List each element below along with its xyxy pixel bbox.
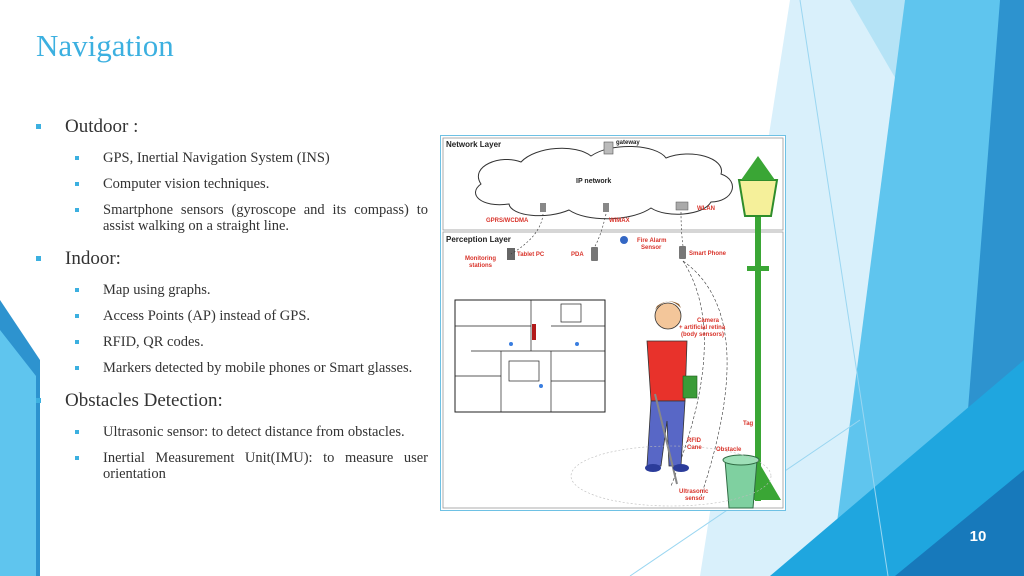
camera-label-3: (body sensors)	[681, 332, 724, 338]
bullet-list: Outdoor : GPS, Inertial Navigation Syste…	[36, 116, 428, 492]
sub-bullet: Markers detected by mobile phones or Sma…	[36, 360, 428, 376]
lamp-ring	[747, 266, 769, 271]
pda-label: PDA	[571, 252, 584, 258]
sub-bullet: Smartphone sensors (gyroscope and its co…	[36, 202, 428, 234]
trash-can-lid	[722, 454, 760, 466]
fire-alarm-icon	[620, 236, 628, 244]
sub-bullet-square-icon	[75, 156, 79, 160]
smartphone-label: Smart Phone	[689, 251, 727, 257]
tablet-label: Tablet PC	[517, 252, 545, 258]
floor-plan-walls	[455, 300, 605, 412]
sub-bullet: RFID, QR codes.	[36, 334, 428, 350]
sub-bullet-square-icon	[75, 314, 79, 318]
gprs-antenna-icon	[540, 203, 546, 212]
wlan-router-icon	[675, 201, 689, 211]
deco-shape-bottom	[770, 360, 1024, 576]
lamp-post	[755, 211, 761, 501]
floor-plan	[454, 299, 606, 413]
sub-bullet-square-icon	[75, 208, 79, 212]
sub-bullet: GPS, Inertial Navigation System (INS)	[36, 150, 428, 166]
sub-bullet-text: Ultrasonic sensor: to detect distance fr…	[103, 424, 405, 440]
camera-label-2: + artificial retina	[679, 325, 726, 331]
navigation-system-figure: Network Layer IP network gateway GPRS/WC…	[440, 135, 786, 511]
bullet-square-icon	[36, 398, 41, 403]
person-head	[654, 302, 682, 330]
wimax-antenna-icon	[603, 203, 609, 212]
fire-alarm-label: Fire Alarm	[637, 238, 666, 244]
bullet-indoor: Indoor:	[36, 248, 428, 270]
sub-bullet: Inertial Measurement Unit(IMU): to measu…	[36, 450, 428, 482]
bullet-square-icon	[36, 124, 41, 129]
obstacle-label: Obstacle	[716, 447, 742, 453]
fire-alarm-label-2: Sensor	[641, 245, 662, 251]
monitoring-label: Monitoring	[465, 256, 496, 262]
smartphone-icon	[679, 246, 686, 259]
sub-bullet: Map using graphs.	[36, 282, 428, 298]
sub-bullet-square-icon	[75, 430, 79, 434]
perception-layer-label: Perception Layer	[446, 235, 511, 244]
camera-label: Camera	[697, 318, 720, 324]
gateway-label: gateway	[616, 140, 640, 146]
sub-bullet-text: RFID, QR codes.	[103, 334, 204, 350]
sub-bullet-text: Inertial Measurement Unit(IMU): to measu…	[103, 450, 428, 482]
sub-bullet-square-icon	[75, 456, 79, 460]
bullet-text: Outdoor :	[65, 116, 139, 137]
sub-bullet-square-icon	[75, 288, 79, 292]
figure-illustration: Network Layer IP network gateway GPRS/WC…	[442, 137, 784, 509]
rfid-label: RFID	[687, 438, 702, 444]
floor-plan-marker	[532, 324, 536, 340]
gateway-icon	[603, 141, 614, 155]
sub-bullet: Ultrasonic sensor: to detect distance fr…	[36, 424, 428, 440]
slide-title: Navigation	[36, 28, 174, 63]
deco-line-1	[799, 0, 889, 576]
sub-bullet-text: Smartphone sensors (gyroscope and its co…	[103, 202, 428, 234]
sub-bullet-text: Access Points (AP) instead of GPS.	[103, 308, 311, 324]
network-layer-label: Network Layer	[446, 140, 501, 149]
deco-shape-corner	[895, 470, 1024, 576]
page-number: 10	[969, 528, 987, 545]
person-shoe	[645, 464, 661, 472]
bullet-square-icon	[36, 256, 41, 261]
sub-bullet-text: Map using graphs.	[103, 282, 211, 298]
gprs-label: GPRS/WCDMA	[486, 218, 529, 224]
sub-bullet-text: Computer vision techniques.	[103, 176, 270, 192]
lamp-top	[741, 156, 775, 180]
deco-left-strip-inner	[0, 330, 36, 576]
pda-icon	[591, 247, 598, 261]
access-point-icon	[575, 342, 579, 346]
tag-label: Tag	[743, 421, 754, 427]
wlan-label: WLAN	[697, 206, 715, 212]
sub-bullet: Access Points (AP) instead of GPS.	[36, 308, 428, 324]
book-icon	[682, 375, 698, 399]
signal-line	[670, 260, 705, 487]
trash-can-icon	[724, 459, 758, 509]
signal-line	[593, 213, 607, 249]
sub-bullet-square-icon	[75, 340, 79, 344]
person-shirt	[646, 340, 688, 402]
bullet-obstacles: Obstacles Detection:	[36, 390, 428, 412]
sub-bullet: Computer vision techniques.	[36, 176, 428, 192]
ultrasonic-label: Ultrasonic	[679, 489, 709, 495]
access-point-icon	[539, 384, 543, 388]
wimax-label: WiMAX	[609, 218, 630, 224]
monitoring-label-2: stations	[469, 263, 493, 269]
sub-bullet-square-icon	[75, 182, 79, 186]
bullet-text: Indoor:	[65, 248, 121, 269]
lamp-icon	[737, 179, 779, 217]
sub-bullet-square-icon	[75, 366, 79, 370]
sensor-range	[570, 445, 772, 507]
signal-line	[682, 260, 728, 497]
bullet-text: Obstacles Detection:	[65, 390, 223, 411]
bullet-outdoor: Outdoor :	[36, 116, 428, 138]
access-point-icon	[509, 342, 513, 346]
person-hair	[655, 301, 681, 310]
ultrasonic-label-2: sensor	[685, 496, 705, 502]
person-shoe	[673, 464, 689, 472]
network-cloud	[475, 146, 733, 220]
rfid-label-2: Cane	[687, 445, 702, 451]
sub-bullet-text: GPS, Inertial Navigation System (INS)	[103, 150, 330, 166]
sub-bullet-text: Markers detected by mobile phones or Sma…	[103, 360, 413, 376]
ip-network-label: IP network	[576, 178, 611, 185]
